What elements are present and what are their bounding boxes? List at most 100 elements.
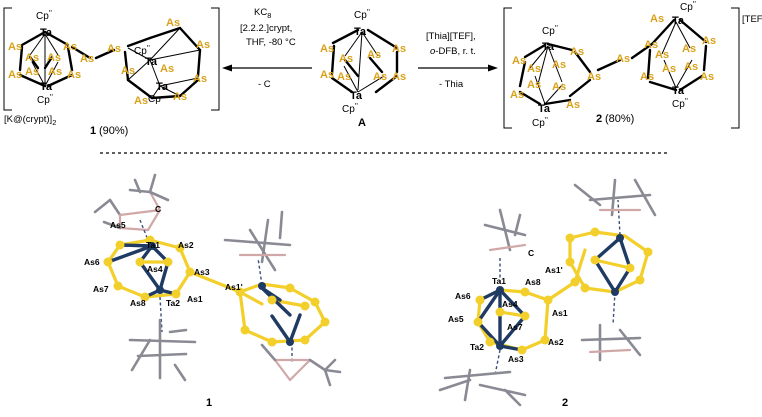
svg-text:As4: As4	[147, 264, 163, 274]
svg-text:Ta: Ta	[672, 15, 685, 27]
svg-text:Ta: Ta	[40, 27, 53, 39]
svg-text:THF, -80 °C: THF, -80 °C	[246, 37, 296, 48]
svg-text:As7: As7	[507, 322, 523, 332]
svg-text:As: As	[48, 66, 62, 78]
svg-text:As: As	[702, 35, 716, 47]
svg-text:As: As	[166, 17, 180, 29]
svg-text:As: As	[8, 69, 22, 81]
compound-A-label: A	[358, 117, 366, 129]
svg-text:As: As	[587, 71, 601, 83]
svg-text:Ta1: Ta1	[492, 276, 506, 286]
structure1-balls	[103, 235, 330, 347]
svg-text:C: C	[155, 204, 161, 214]
product1-structure	[18, 26, 202, 100]
svg-text:Cp'': Cp''	[672, 97, 688, 110]
svg-text:As7: As7	[93, 284, 109, 294]
svg-text:As: As	[552, 81, 566, 93]
svg-text:As: As	[616, 53, 630, 65]
svg-text:As3: As3	[508, 354, 524, 364]
svg-text:Ta1: Ta1	[146, 240, 160, 250]
svg-text:As: As	[527, 63, 541, 75]
svg-text:As: As	[320, 69, 334, 81]
svg-text:As: As	[337, 71, 351, 83]
svg-text:As: As	[160, 63, 174, 75]
svg-text:Ta: Ta	[538, 103, 551, 115]
svg-text:o-DFB, r. t.: o-DFB, r. t.	[430, 46, 476, 57]
svg-text:Cp'': Cp''	[680, 0, 696, 13]
svg-text:As1: As1	[187, 294, 203, 304]
svg-text:As2: As2	[178, 240, 194, 250]
product2-number: 2	[596, 113, 602, 125]
svg-text:As: As	[320, 43, 334, 55]
product1-yield: (90%)	[99, 125, 128, 137]
product1-counterion: [K@(crypt)]2	[4, 114, 56, 127]
product2-yield: (80%)	[605, 113, 634, 125]
svg-text:As: As	[193, 73, 207, 85]
svg-text:As8: As8	[525, 277, 541, 287]
svg-text:Cp'': Cp''	[36, 9, 52, 22]
product1-caption: [K@(crypt)]2 1 (90%)	[4, 114, 128, 137]
structure1-labels: C As5 Ta1 As2 As6 As4 As3 As7 As8 Ta2 As…	[84, 204, 243, 409]
svg-text:- Thia: - Thia	[439, 79, 464, 90]
svg-text:Cp'': Cp''	[354, 8, 370, 21]
svg-text:As: As	[107, 43, 121, 55]
svg-text:As1': As1'	[225, 282, 243, 292]
svg-text:As: As	[644, 39, 658, 51]
svg-text:Cp: Cp	[148, 94, 161, 105]
svg-text:As: As	[367, 49, 381, 61]
svg-text:As: As	[173, 91, 187, 103]
structure2-labels: C As1' Ta1 As8 As6 As4 As1 As5 As7 Ta2 A…	[448, 248, 568, 409]
svg-text:As: As	[700, 71, 714, 83]
svg-text:Ta2: Ta2	[166, 298, 180, 308]
svg-text:As: As	[640, 71, 654, 83]
svg-text:Ta: Ta	[156, 81, 169, 93]
svg-text:C: C	[528, 248, 534, 258]
product2-atom-labels: Cp'' Ta As As As As As As Ta Cp'' As As …	[510, 0, 716, 129]
svg-text:Ta: Ta	[354, 26, 367, 38]
compound-A-structure	[330, 28, 399, 94]
reaction-right: [Thia][TEF], o-DFB, r. t. - Thia	[418, 31, 498, 90]
structure1-caption: 1	[206, 397, 212, 409]
svg-text:As: As	[510, 89, 524, 101]
svg-text:Ta: Ta	[672, 85, 685, 97]
svg-text:[2.2.2.]crypt,: [2.2.2.]crypt,	[240, 23, 292, 34]
svg-text:As: As	[8, 41, 22, 53]
svg-text:As8: As8	[130, 298, 146, 308]
svg-text:As: As	[662, 63, 676, 75]
svg-text:As4: As4	[502, 299, 518, 309]
svg-text:As: As	[552, 59, 566, 71]
svg-text:As: As	[196, 39, 210, 51]
svg-text:Cp'': Cp''	[542, 24, 558, 37]
svg-text:As: As	[63, 41, 77, 53]
svg-text:As: As	[684, 61, 698, 73]
svg-text:As: As	[25, 66, 39, 78]
structure2-balls	[473, 227, 653, 355]
svg-text:As6: As6	[84, 257, 100, 267]
svg-text:As: As	[25, 52, 39, 64]
svg-text:Cp'': Cp''	[532, 116, 548, 129]
svg-text:As: As	[512, 55, 526, 67]
svg-text:As2: As2	[548, 337, 564, 347]
svg-text:As5: As5	[448, 314, 464, 324]
svg-text:As: As	[339, 53, 353, 65]
reaction-left: KC8 [2.2.2.]crypt, THF, -80 °C - C	[222, 7, 312, 90]
svg-text:As: As	[67, 69, 81, 81]
product2-counterion: [TEF]2	[742, 14, 762, 27]
svg-text:Cp'': Cp''	[37, 93, 53, 106]
svg-text:As: As	[373, 71, 387, 83]
structure2-model	[438, 178, 657, 407]
svg-text:Cp'': Cp''	[134, 44, 150, 57]
svg-text:As: As	[134, 95, 148, 107]
svg-text:KC8: KC8	[254, 7, 271, 20]
svg-text:As5: As5	[110, 220, 126, 230]
svg-text:Ta: Ta	[145, 56, 158, 68]
svg-text:As1': As1'	[545, 265, 563, 275]
svg-text:Ta: Ta	[350, 90, 363, 102]
svg-text:Ta: Ta	[40, 81, 53, 93]
svg-text:As: As	[392, 71, 406, 83]
svg-text:Ta: Ta	[542, 41, 555, 53]
svg-text:As: As	[392, 43, 406, 55]
product2-brackets	[503, 7, 740, 129]
product1-brackets	[3, 7, 220, 111]
